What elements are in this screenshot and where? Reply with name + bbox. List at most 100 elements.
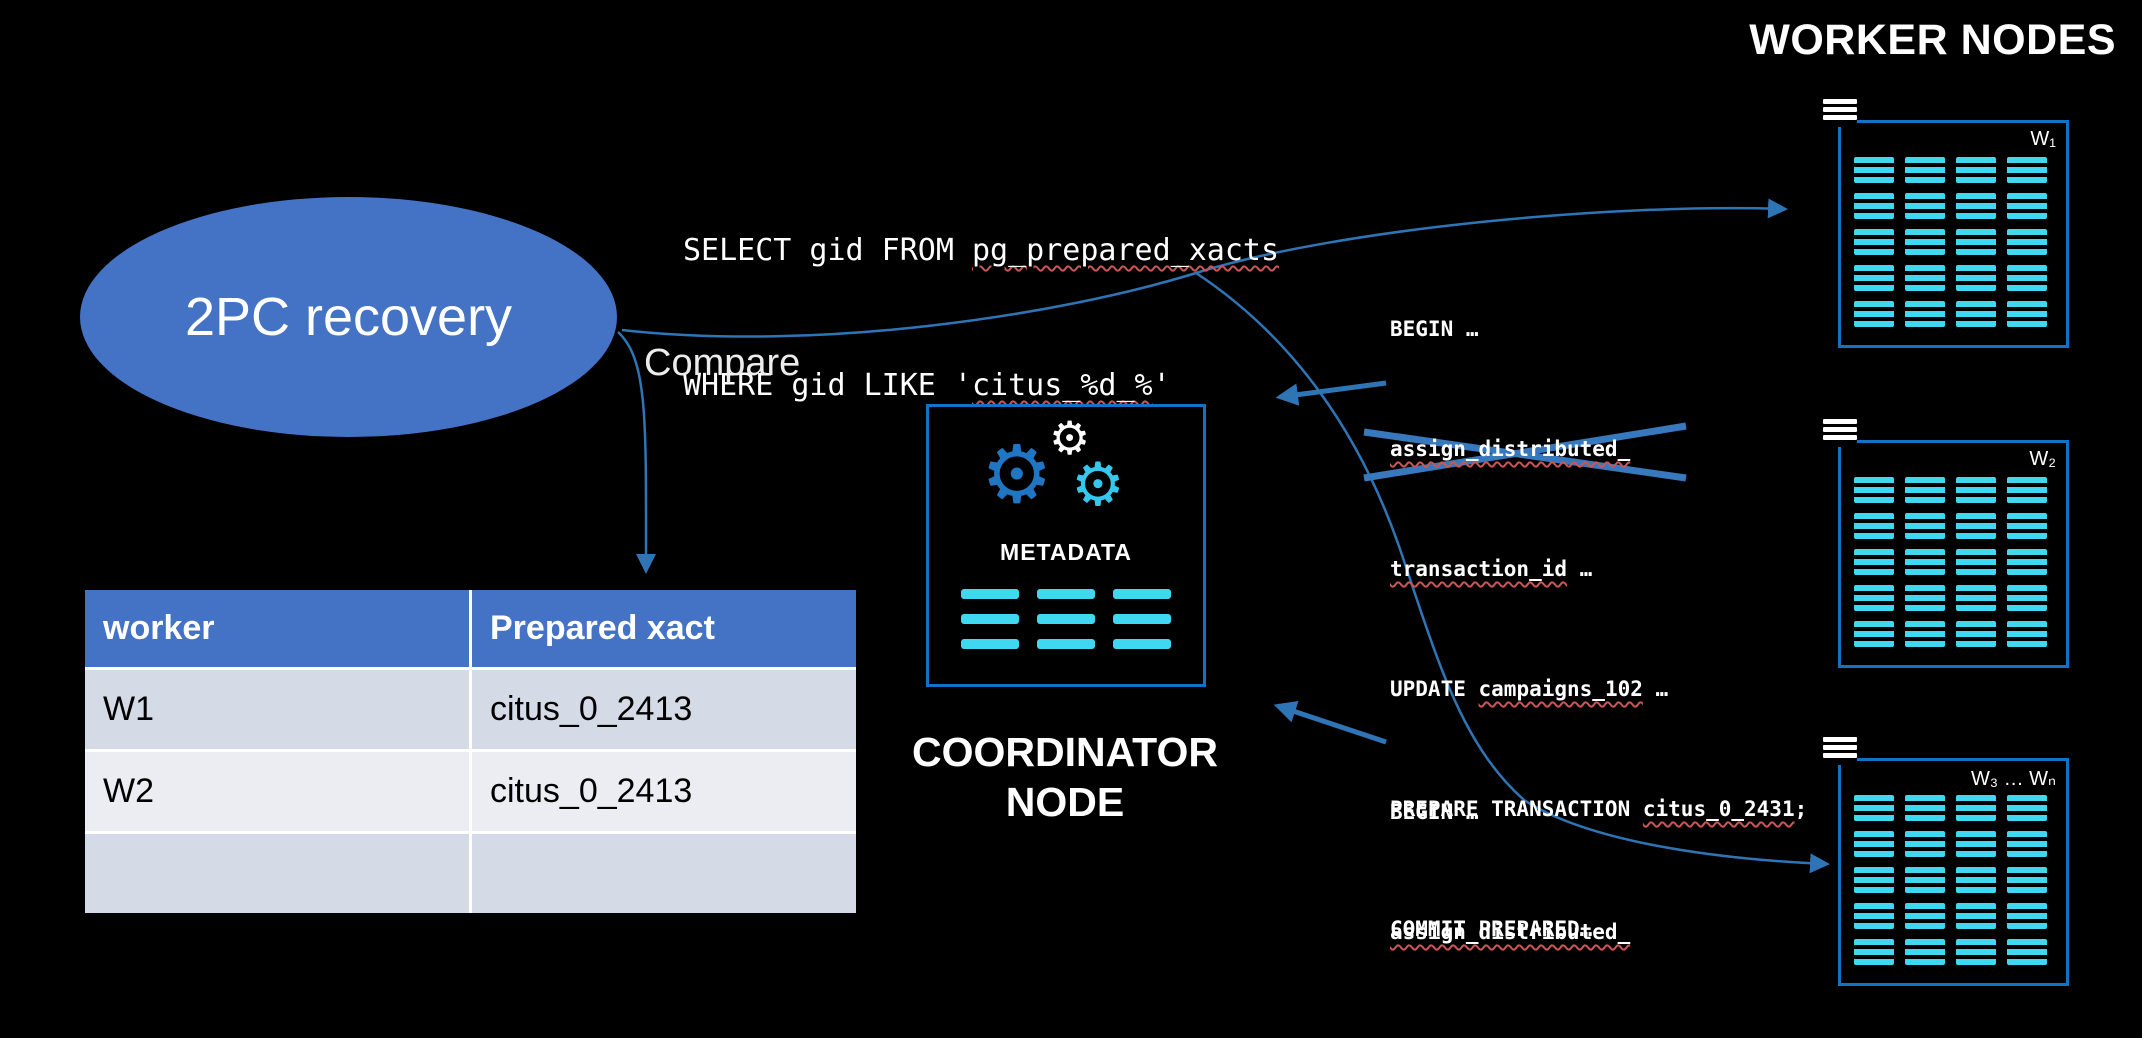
metadata-bar <box>961 614 1019 624</box>
shard-icon <box>2007 193 2047 219</box>
table-cell-worker: W2 <box>85 752 472 834</box>
server-icon-bar <box>1823 115 1857 120</box>
compare-label: Compare <box>644 342 801 384</box>
shard-grid <box>1854 157 2047 327</box>
sql-query-block: SELECT gid FROM pg_prepared_xacts WHERE … <box>683 138 1279 498</box>
shard-icon <box>1854 229 1894 255</box>
code-segment: UPDATE <box>1390 677 1479 701</box>
arrow-ellipse-to-table <box>617 331 657 574</box>
shard-icon <box>2007 903 2047 929</box>
shard-icon <box>1905 831 1945 857</box>
shard-icon <box>1905 513 1945 539</box>
shard-icon <box>1854 265 1894 291</box>
worker-nodes-title: WORKER NODES <box>1749 16 2116 64</box>
code-segment: BEGIN … <box>1390 317 1479 341</box>
shard-icon <box>1905 867 1945 893</box>
transaction-log-bottom: BEGIN … assign_distributed_ transaction_… <box>1390 712 1807 1038</box>
shard-icon <box>1854 831 1894 857</box>
arrow-code-bottom-to-coordinator <box>1273 701 1387 745</box>
code-line: UPDATE campaigns_102 … <box>1390 669 1807 709</box>
table-header-row: worker Prepared xact <box>85 590 856 670</box>
shard-icon <box>1956 513 1996 539</box>
metadata-bar <box>1113 639 1171 649</box>
code-line: BEGIN … <box>1390 792 1807 832</box>
shard-icon <box>1956 795 1996 821</box>
metadata-bar <box>1037 614 1095 624</box>
table-cell-worker: W1 <box>85 670 472 752</box>
server-icon-bar <box>1823 737 1857 742</box>
arrow-code-top-to-coordinator <box>1275 380 1387 406</box>
server-stack-icon <box>1823 736 1857 765</box>
server-icon-bar <box>1823 745 1857 750</box>
metadata-label: METADATA <box>1000 539 1132 565</box>
code-segment: SELECT gid FROM <box>683 233 972 268</box>
shard-icon <box>1854 301 1894 327</box>
shard-grid <box>1854 795 2047 965</box>
table-cell-worker <box>85 834 472 913</box>
table-row: W2 citus_0_2413 <box>85 752 856 834</box>
metadata-bar <box>1113 589 1171 599</box>
metadata-bars <box>961 589 1171 649</box>
code-line: assign_distributed_ <box>1390 429 1807 469</box>
shard-icon <box>1854 795 1894 821</box>
shard-icon <box>1956 229 1996 255</box>
shard-icon <box>2007 513 2047 539</box>
worker-label-1: W₁ <box>2030 128 2056 150</box>
shard-icon <box>1956 301 1996 327</box>
shard-icon <box>1956 477 1996 503</box>
shard-icon <box>1956 265 1996 291</box>
shard-icon <box>1905 193 1945 219</box>
shard-icon <box>2007 301 2047 327</box>
server-icon-bar <box>1823 753 1857 758</box>
gear-icon: ⚙ <box>981 428 1053 521</box>
shard-icon <box>1956 939 1996 965</box>
shard-icon <box>1956 903 1996 929</box>
code-segment: citus_%d_% <box>971 368 1153 403</box>
coordinator-node-box: ⚙ ⚙ ⚙ METADATA <box>926 404 1206 687</box>
shard-icon <box>1956 193 1996 219</box>
metadata-bar <box>961 589 1019 599</box>
table-cell-xact: citus_0_2413 <box>472 670 856 752</box>
shard-icon <box>2007 229 2047 255</box>
code-line: assign_distributed_ <box>1390 912 1807 952</box>
table-header-prepared-xact: Prepared xact <box>472 590 856 670</box>
worker-node-box-1: W₁ <box>1823 98 2069 348</box>
server-stack-icon <box>1823 98 1857 127</box>
shard-icon <box>1956 867 1996 893</box>
shard-icon <box>1956 621 1996 647</box>
shard-icon <box>2007 477 2047 503</box>
code-segment: assign_distributed_ <box>1390 437 1631 461</box>
code-line: transaction_id … <box>1390 549 1807 589</box>
shard-icon <box>2007 939 2047 965</box>
coordinator-title-line1: COORDINATOR <box>912 729 1218 775</box>
code-segment: ; <box>1794 797 1808 821</box>
code-segment: assign_distributed_ <box>1390 920 1631 944</box>
shard-icon <box>1956 585 1996 611</box>
table-row <box>85 834 856 913</box>
code-segment: COMMIT PREPARED… <box>1390 917 1593 941</box>
shard-icon <box>1854 903 1894 929</box>
metadata-bar <box>961 639 1019 649</box>
shard-icon <box>1956 549 1996 575</box>
server-stack-icon <box>1823 418 1857 447</box>
shard-icon <box>1854 939 1894 965</box>
code-segment: citus_0_2431 <box>1642 797 1795 821</box>
shard-icon <box>1854 549 1894 575</box>
shard-icon <box>1854 193 1894 219</box>
shard-icon <box>1905 477 1945 503</box>
shard-icon <box>1905 795 1945 821</box>
shard-icon <box>1905 621 1945 647</box>
shard-icon <box>2007 795 2047 821</box>
prepared-xact-table: worker Prepared xact W1 citus_0_2413 W2 … <box>85 590 856 913</box>
shard-icon <box>1854 621 1894 647</box>
metadata-bar <box>1037 639 1095 649</box>
shard-icon <box>1854 867 1894 893</box>
server-icon-bar <box>1823 107 1857 112</box>
code-line-commit-crossed: COMMIT PREPARED… <box>1390 909 1807 949</box>
table-cell-xact <box>472 834 856 913</box>
shard-icon <box>2007 867 2047 893</box>
code-line: transaction_id … <box>1390 1032 1807 1038</box>
gear-icon: ⚙ <box>1049 411 1091 465</box>
recovery-ellipse-label: 2PC recovery <box>184 287 513 347</box>
shard-icon <box>2007 549 2047 575</box>
